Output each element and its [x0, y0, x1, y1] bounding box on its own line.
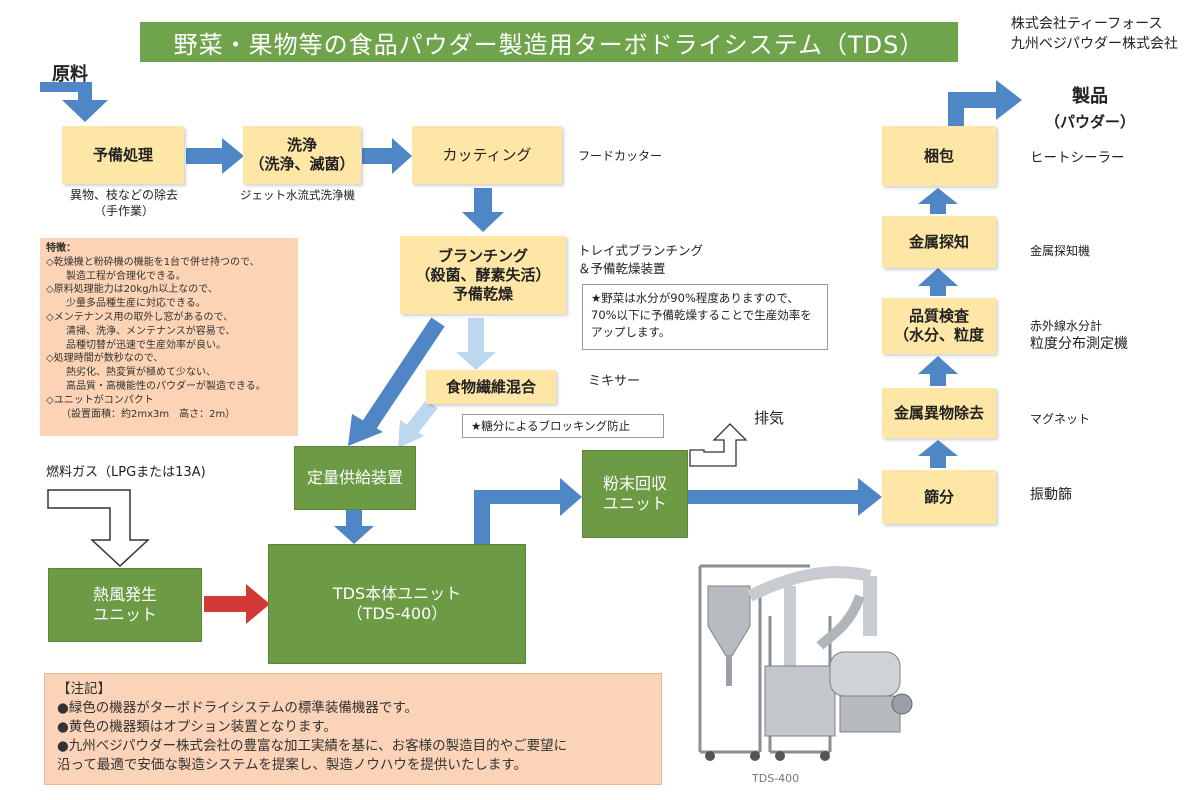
label-blanching-note: トレイ式ブランチング ＆予備乾燥装置 — [578, 243, 704, 276]
notes-heading: 【注記】 — [57, 681, 111, 697]
box-packing: 梱包 — [882, 126, 996, 186]
arrow-tds-recovery — [474, 478, 582, 544]
arrow-hot-air — [204, 584, 270, 624]
tds-machine-photo — [698, 564, 913, 761]
features-box: 特徴： ◇乾燥機と粉砕機の機能を1台で併せ持つので、 製造工程が合理化できる。 … — [40, 238, 298, 436]
note-blocking: ★糖分によるブロッキング防止 — [462, 414, 664, 438]
product-name: 製品 — [1072, 86, 1108, 107]
box-hot-air: 熱風発生 ユニット — [48, 568, 202, 642]
feature-item: ◇メンテナンス用の取外し窓があるので、 清掃、洗浄、メンテナンスが容易で、 品種… — [46, 311, 236, 351]
note-item: 沿って最適で安価な製造システムを提案し、製造ノウハウを提供いたします。 — [57, 757, 528, 773]
box-pretreatment: 予備処理 — [62, 126, 184, 184]
label-sieve-equipment: 振動篩 — [1030, 487, 1072, 503]
product-label: 製品 （パウダー） — [1030, 82, 1150, 132]
box-recovery: 粉末回収 ユニット — [582, 450, 688, 538]
note-predry: ★野菜は水分が90%程度ありますので、70%以下に予備乾燥することで生産効率をア… — [582, 284, 828, 350]
arrow-cut-blanch — [462, 188, 504, 232]
note-item: ●九州ベジパウダー株式会社の豊富な加工実績を基に、お客様の製造目的やご要望に — [57, 738, 568, 754]
box-metal-detect: 金属探知 — [882, 216, 996, 268]
arrow-quality-detect — [918, 268, 958, 296]
arrow-mixer-feeder — [398, 399, 438, 448]
arrow-blanch-mixer — [456, 318, 496, 370]
notes-box: 【注記】 ●緑色の機器がターボドライシステムの標準装備機器です。 ●黄色の機器類… — [44, 673, 662, 785]
box-fiber-mixing: 食物繊維混合 — [426, 370, 556, 404]
label-mixer: ミキサー — [588, 374, 641, 389]
box-blanching: ブランチング （殺菌、酵素失活） 予備乾燥 — [400, 236, 566, 314]
company-name-2: 九州ベジパウダー株式会社 — [1010, 36, 1178, 52]
box-cutting: カッティング — [412, 126, 562, 184]
label-magnet: マグネット — [1030, 412, 1091, 426]
label-quality-equipment-2: 粒度分布測定機 — [1030, 336, 1128, 352]
company-names: 株式会社ティーフォース 九州ベジパウダー株式会社 — [1011, 14, 1178, 54]
box-metal-removal: 金属異物除去 — [882, 388, 996, 438]
raw-material-label: 原料 — [52, 64, 88, 85]
arrow-fuel-gas — [47, 489, 150, 568]
product-sub: （パウダー） — [1044, 113, 1135, 131]
features-title: 特徴： — [46, 243, 76, 254]
label-cutting-note: フードカッター — [578, 149, 663, 163]
arrow-wash-cut — [362, 138, 412, 174]
arrow-detect-pack — [918, 188, 958, 214]
label-fuel-gas: 燃料ガス（LPGまたは13A) — [46, 465, 206, 480]
label-heat-sealer: ヒートシーラー — [1030, 150, 1125, 166]
feature-item: ◇ユニットがコンパクト （設置面積：約2mx3m 高さ：2m） — [46, 394, 236, 420]
note-item: ●黄色の機器類はオプション装置となります。 — [57, 719, 338, 735]
label-exhaust: 排気 — [754, 409, 785, 427]
arrow-magnet-quality — [918, 356, 958, 386]
arrow-exhaust — [689, 423, 748, 467]
feature-item: ◇処理時間が数秒なので、 熱劣化、熱変質が極めて少ない、 高品質・高機能性のパウ… — [46, 353, 266, 392]
arrow-blanch-feeder — [348, 317, 445, 446]
label-quality-equipment-1: 赤外線水分計 — [1030, 319, 1103, 333]
label-metal-detector: 金属探知機 — [1030, 244, 1091, 258]
box-washing: 洗浄 （洗浄、滅菌） — [243, 126, 361, 184]
note-item: ●緑色の機器がターボドライシステムの標準装備機器です。 — [57, 700, 419, 716]
label-pretreatment-note: 異物、枝などの除去 （手作業） — [69, 188, 178, 218]
company-name-1: 株式会社ティーフォース — [1010, 16, 1163, 32]
box-tds-body: TDS本体ユニット （TDS-400） — [268, 544, 526, 664]
arrow-sieve-magnet — [918, 440, 958, 468]
box-quality: 品質検査 （水分、粒度 — [882, 298, 996, 354]
arrow-pack-product — [948, 80, 1022, 126]
feature-item: ◇原料処理能力は20kg/h以上なので、 少量多品種生産に対応できる。 — [46, 284, 218, 310]
arrow-raw-inlet — [40, 82, 108, 122]
arrow-pretreat-wash — [186, 138, 244, 174]
arrow-feeder-tds — [334, 510, 374, 544]
page-title: 野菜・果物等の食品パウダー製造用ターボドライシステム（TDS） — [140, 22, 958, 62]
feature-item: ◇乾燥機と粉砕機の機能を1台で併せ持つので、 製造工程が合理化できる。 — [46, 256, 260, 282]
photo-caption: TDS-400 — [752, 772, 800, 785]
arrow-recovery-sieve — [688, 478, 882, 516]
label-washing-note: ジェット水流式洗浄機 — [240, 188, 355, 202]
box-feeder: 定量供給装置 — [294, 446, 416, 510]
box-sieving: 篩分 — [882, 470, 996, 524]
